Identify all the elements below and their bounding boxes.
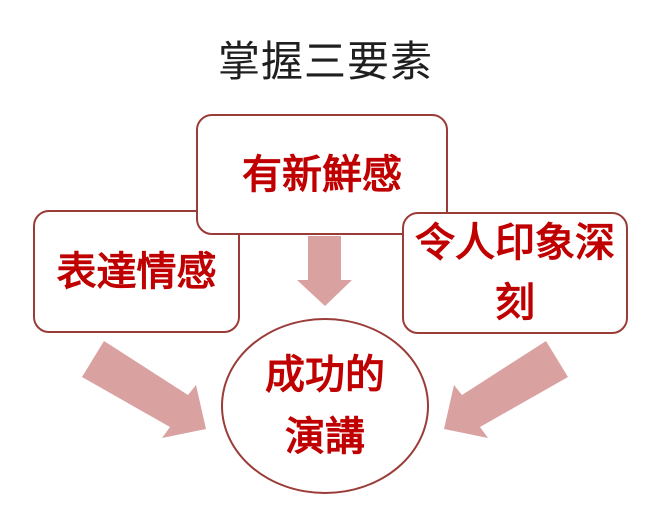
arrow-down-left-icon (444, 341, 568, 438)
diagram-center-ellipse: 成功的 演講 (221, 318, 429, 494)
arrow-down-icon (297, 236, 352, 306)
diagram-box-label: 有新鮮感 (242, 152, 402, 197)
diagram-box-label: 表達情感 (56, 249, 217, 294)
center-label-line2: 演講 (285, 415, 365, 459)
diagram-box-freshness: 有新鮮感 (196, 114, 448, 235)
arrow-down-right-icon (82, 341, 206, 438)
diagram-box-impression: 令人印象深刻 (402, 212, 628, 334)
center-label-line1: 成功的 (265, 353, 385, 397)
diagram-box-label: 令人印象深刻 (415, 221, 615, 325)
page-title: 掌握三要素 (217, 38, 433, 85)
